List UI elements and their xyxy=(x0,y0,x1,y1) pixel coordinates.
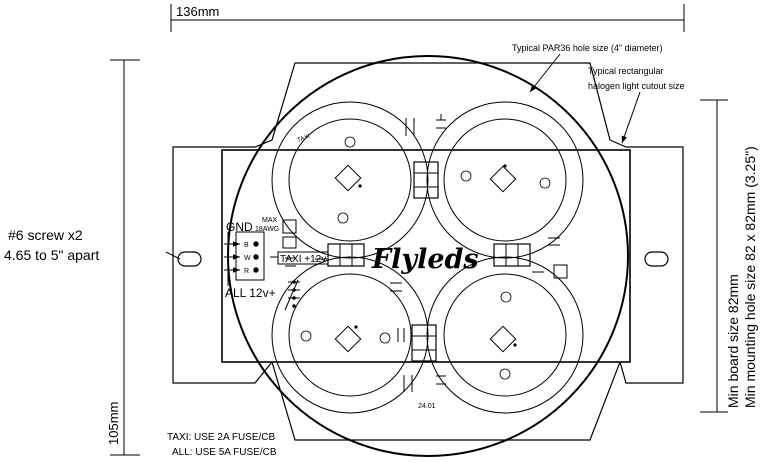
taxi-fuse-note: TAXI: USE 2A FUSE/CB xyxy=(167,432,276,443)
pin-r-label: R xyxy=(244,268,249,275)
screw-callout: #6 screw x2 4.65 to 5" apart xyxy=(4,227,181,263)
led-lens-top-left xyxy=(271,101,429,259)
min-mount-label: Min mounting hole size 82 x 82mm (3.25") xyxy=(742,146,758,408)
all-12v-label: ALL 12v+ xyxy=(225,286,276,300)
left-height-label: 105mm xyxy=(106,402,121,445)
version-label: 24.01 xyxy=(418,403,436,410)
mount-slot-left xyxy=(177,251,202,267)
min-board-label: Min board size 82mm xyxy=(725,274,741,408)
top-dimension: 136mm xyxy=(170,4,685,32)
pin-r-dot xyxy=(253,267,259,273)
connector-block: B W R GND MAX 18AWG ALL 12v+ TAXI +12v xyxy=(224,217,329,311)
taxi-12v-label: TAXI +12v xyxy=(280,254,326,265)
taxi-silk-label: TAXI xyxy=(297,134,311,144)
awg-label: 18AWG xyxy=(255,226,279,233)
brand-logo: Flyleds xyxy=(371,244,479,275)
screw-label-line2: 4.65 to 5" apart xyxy=(4,247,99,263)
mounting-bracket xyxy=(172,62,684,441)
led-lens-bottom-left xyxy=(271,256,429,414)
screw-label-line1: #6 screw x2 xyxy=(8,227,83,243)
all-fuse-note: ALL: USE 5A FUSE/CB xyxy=(172,447,277,458)
gnd-label: GND xyxy=(226,220,253,234)
par36-callout: Typical PAR36 hole size (4" diameter) xyxy=(512,43,663,93)
halogen-label-line2: halogen light cutout size xyxy=(588,81,685,91)
halogen-label-line1: Typical rectangular xyxy=(588,66,664,76)
par36-label: Typical PAR36 hole size (4" diameter) xyxy=(512,43,663,53)
right-dimension: Min board size 82mm Min mounting hole si… xyxy=(700,99,758,413)
top-width-label: 136mm xyxy=(176,4,219,19)
max-label: MAX xyxy=(262,217,278,224)
led-lens-top-right xyxy=(426,101,584,259)
mount-slot-right xyxy=(644,251,669,267)
led-lens-bottom-right xyxy=(426,256,584,414)
taxi-12v-box xyxy=(277,251,329,265)
smd-components xyxy=(282,114,568,392)
pin-b-label: B xyxy=(244,242,249,249)
left-dimension: 105mm xyxy=(106,59,140,456)
pin-w-dot xyxy=(253,254,259,260)
halogen-callout: Typical rectangular halogen light cutout… xyxy=(588,66,685,144)
pin-w-label: W xyxy=(244,255,251,262)
pin-b-dot xyxy=(253,241,259,247)
